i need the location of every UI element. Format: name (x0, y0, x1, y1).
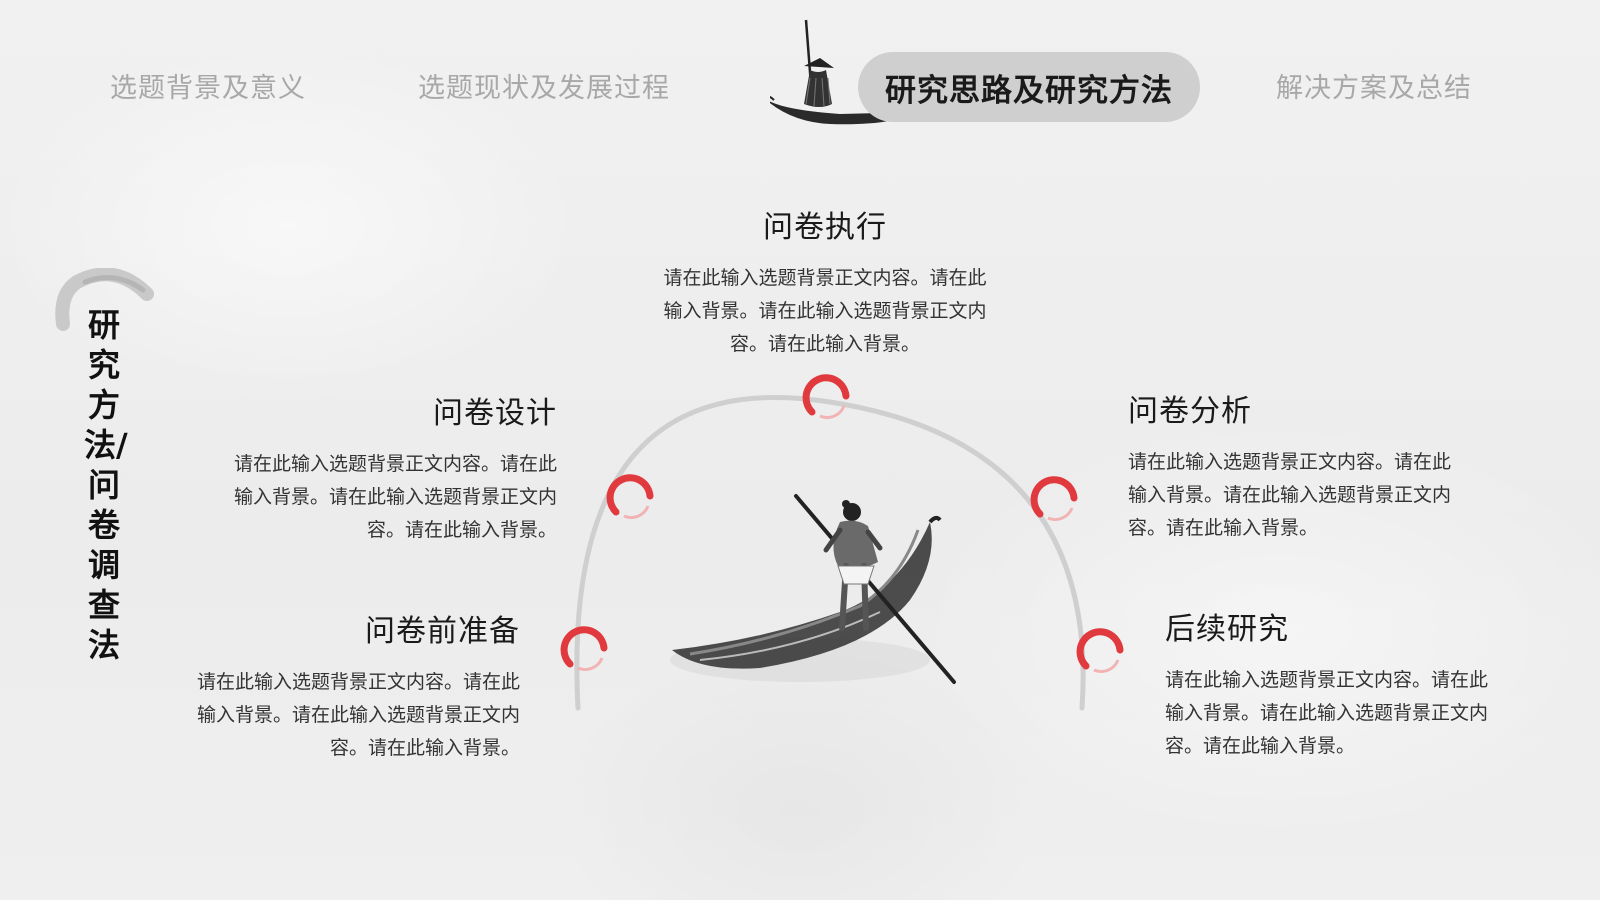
red-brush-circle-icon (1076, 628, 1124, 673)
brush-arc-decoration (55, 268, 154, 331)
section-title: 问卷执行 (763, 210, 887, 245)
section-body: 请在此输入选题背景正文内容。请在此输入背景。请在此输入选题背景正文内容。请在此输… (1165, 669, 1489, 757)
section-body: 请在此输入选题背景正文内容。请在此输入背景。请在此输入选题背景正文内容。请在此输… (663, 267, 987, 355)
section-design: 问卷设计 请在此输入选题背景正文内容。请在此输入背景。请在此输入选题背景正文内容… (225, 388, 557, 547)
red-brush-circle-icon (606, 474, 654, 519)
section-follow-up: 后续研究 请在此输入选题背景正文内容。请在此输入背景。请在此输入选题背景正文内容… (1165, 604, 1497, 763)
red-brush-circle-icon (1030, 476, 1078, 521)
section-body: 请在此输入选题背景正文内容。请在此输入背景。请在此输入选题背景正文内容。请在此输… (196, 671, 520, 759)
section-execution: 问卷执行 请在此输入选题背景正文内容。请在此输入背景。请在此输入选题背景正文内容… (660, 202, 990, 361)
section-title: 问卷分析 (1128, 394, 1252, 429)
section-preparation: 问卷前准备 请在此输入选题背景正文内容。请在此输入背景。请在此输入选题背景正文内… (188, 606, 520, 765)
section-title: 后续研究 (1165, 612, 1289, 647)
red-brush-circle-icon (802, 374, 850, 419)
red-brush-circle-icon (560, 626, 608, 671)
process-arc (574, 395, 1086, 711)
section-title: 问卷设计 (433, 396, 557, 431)
side-vertical-title: 研究方法/问卷调查法 (84, 306, 128, 664)
nav-tab-research-active[interactable]: 研究思路及研究方法 (858, 52, 1200, 122)
section-analysis: 问卷分析 请在此输入选题背景正文内容。请在此输入背景。请在此输入选题背景正文内容… (1128, 386, 1460, 545)
section-title: 问卷前准备 (365, 614, 520, 649)
section-body: 请在此输入选题背景正文内容。请在此输入背景。请在此输入选题背景正文内容。请在此输… (1128, 451, 1452, 539)
nav-tab-label: 研究思路及研究方法 (885, 72, 1173, 109)
nav-tab-background[interactable]: 选题背景及意义 (110, 73, 306, 104)
nav-tab-solution[interactable]: 解决方案及总结 (1276, 73, 1472, 104)
top-navigation: 选题背景及意义 选题现状及发展过程 研究思路及研究方法 解决方案及总结 (0, 0, 1600, 140)
nav-tab-status[interactable]: 选题现状及发展过程 (418, 73, 670, 104)
section-body: 请在此输入选题背景正文内容。请在此输入背景。请在此输入选题背景正文内容。请在此输… (233, 453, 557, 541)
rowing-boat-ink-icon (670, 494, 956, 684)
